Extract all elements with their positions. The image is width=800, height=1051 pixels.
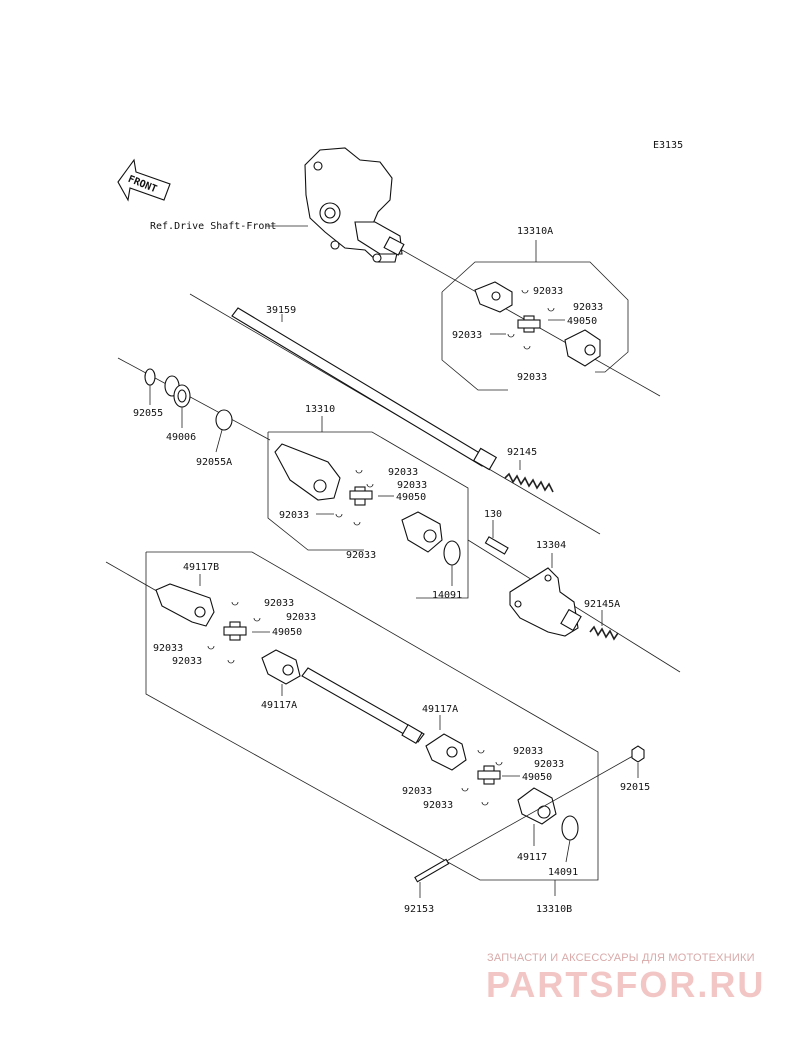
shaft-lower — [301, 667, 425, 744]
callout-92033: 92033 — [397, 480, 427, 491]
callout-92033: 92033 — [517, 372, 547, 383]
callout-49050: 49050 — [272, 627, 302, 638]
housing-13304 — [509, 567, 582, 637]
clips-13310 — [335, 469, 374, 526]
callout-49117a: 49117A — [422, 704, 458, 715]
callout-92033: 92033 — [573, 302, 603, 313]
o-ring-92055 — [144, 368, 156, 386]
callout-92033: 92033 — [286, 612, 316, 623]
nut-92015 — [631, 745, 645, 763]
assembly-box-13310a — [441, 240, 629, 391]
yoke-49117a-upper — [261, 649, 301, 685]
callout-92145a: 92145A — [584, 599, 620, 610]
yoke-49117 — [517, 787, 557, 825]
callout-13310: 13310 — [305, 404, 335, 415]
callout-92033: 92033 — [534, 759, 564, 770]
watermark-logo: PARTSFOR.RU — [486, 964, 766, 1005]
callout-49050: 49050 — [567, 316, 597, 327]
callout-49050: 49050 — [396, 492, 426, 503]
yoke-13310a-front — [474, 281, 513, 313]
callout-92033: 92033 — [402, 786, 432, 797]
bolt-130 — [484, 536, 509, 555]
assembly-box-13310 — [267, 416, 469, 599]
callout-92033: 92033 — [279, 510, 309, 521]
o-ring-92055a — [215, 409, 233, 431]
clips-13310a — [507, 289, 555, 350]
washer-14091-lower — [561, 815, 579, 841]
callout-92033: 92033 — [153, 643, 183, 654]
ref-drive-shaft-label: Ref.Drive Shaft-Front — [150, 221, 276, 232]
callout-92033: 92033 — [423, 800, 453, 811]
callout-92033: 92033 — [513, 746, 543, 757]
callout-92015: 92015 — [620, 782, 650, 793]
callout-92055: 92055 — [133, 408, 163, 419]
callout-92033: 92033 — [388, 467, 418, 478]
final-gear-case — [304, 147, 405, 263]
callout-92153: 92153 — [404, 904, 434, 915]
bolt-92153 — [414, 858, 450, 883]
callout-92033: 92033 — [533, 286, 563, 297]
callout-49117a: 49117A — [261, 700, 297, 711]
yoke-13310-front — [274, 443, 341, 501]
callout-13310b: 13310B — [536, 904, 572, 915]
diagram-code: E3135 — [653, 140, 683, 151]
axis-line-bolt — [419, 751, 641, 877]
watermark-caption: ЗАПЧАСТИ И АКСЕССУАРЫ ДЛЯ МОТОТЕХНИКИ — [487, 952, 755, 964]
axis-line-b — [105, 561, 163, 595]
callout-92033: 92033 — [452, 330, 482, 341]
spring-92145a — [589, 625, 619, 641]
callout-49117b: 49117B — [183, 562, 219, 573]
callout-92033: 92033 — [264, 598, 294, 609]
assembly-box-13310b — [145, 551, 599, 896]
callout-39159: 39159 — [266, 305, 296, 316]
callout-92033: 92033 — [172, 656, 202, 667]
yoke-13310-rear — [401, 511, 443, 553]
callout-92055a: 92055A — [196, 457, 232, 468]
axis-line-seal — [117, 357, 271, 441]
shaft-39159 — [231, 307, 498, 471]
front-arrow-icon: FRONT — [117, 158, 171, 202]
callout-92033: 92033 — [346, 550, 376, 561]
callout-130: 130 — [484, 509, 502, 520]
callout-92145: 92145 — [507, 447, 537, 458]
spider-lower-1 — [223, 621, 247, 641]
callout-14091: 14091 — [548, 867, 578, 878]
yoke-49117b — [155, 583, 215, 627]
yoke-13310a-rear — [564, 329, 601, 367]
callout-13310a: 13310A — [517, 226, 553, 237]
callout-49050: 49050 — [522, 772, 552, 783]
callout-13304: 13304 — [536, 540, 566, 551]
spring-92145 — [504, 472, 554, 493]
yoke-49117a-lower — [425, 733, 467, 771]
callout-49006: 49006 — [166, 432, 196, 443]
seal-49006 — [164, 375, 191, 408]
washer-14091-upper — [443, 540, 461, 566]
callout-49117: 49117 — [517, 852, 547, 863]
spider-13310a — [517, 315, 541, 333]
callout-14091: 14091 — [432, 590, 462, 601]
spider-lower-2 — [477, 765, 501, 785]
spider-13310 — [349, 486, 373, 506]
